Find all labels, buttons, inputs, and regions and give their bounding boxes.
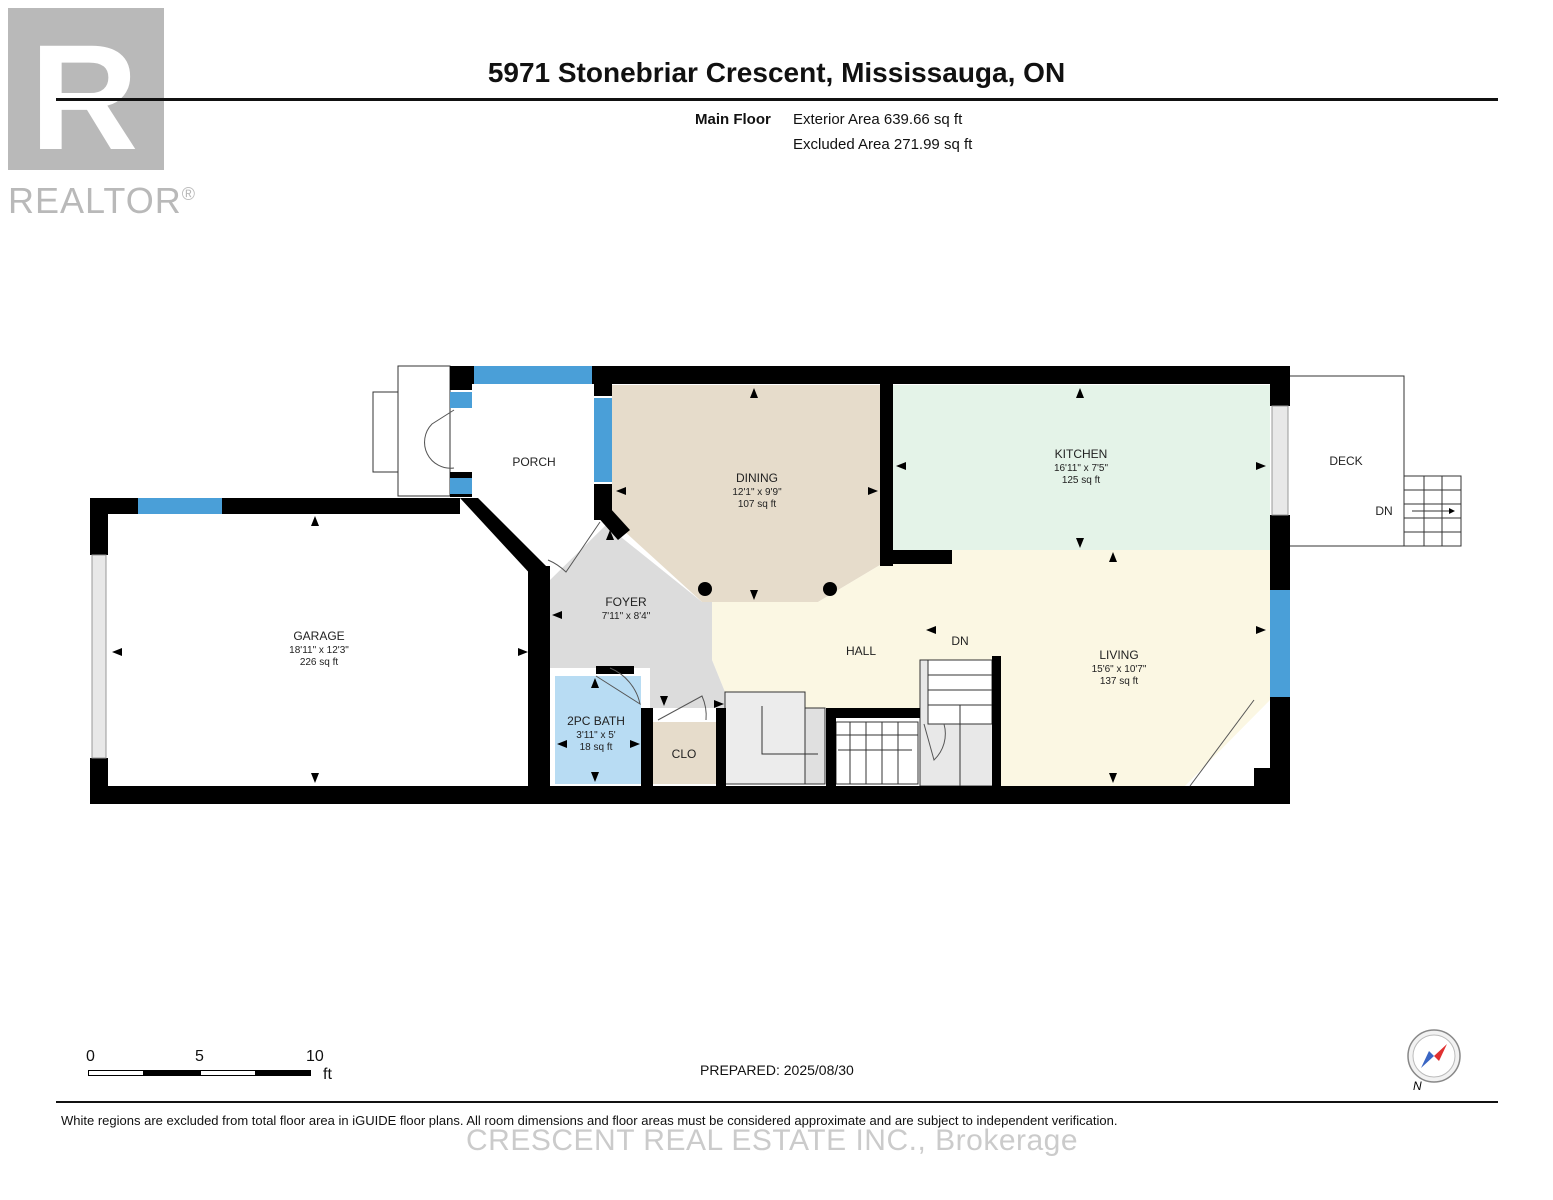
foyer-room bbox=[550, 525, 725, 708]
windows bbox=[138, 366, 1290, 697]
footer-rule bbox=[56, 1101, 1498, 1103]
bath-label: 2PC BATH bbox=[567, 714, 625, 728]
excluded-area: Excluded Area 271.99 sq ft bbox=[793, 136, 973, 153]
realtor-logo: R REALTOR® bbox=[8, 8, 195, 219]
closet-room bbox=[652, 722, 717, 784]
garage-door bbox=[91, 554, 107, 759]
exterior-area: Exterior Area 639.66 sq ft bbox=[793, 111, 963, 128]
bath-area: 18 sq ft bbox=[580, 742, 613, 753]
foyer-label: FOYER bbox=[605, 595, 647, 609]
stairs-lower bbox=[724, 691, 919, 785]
scale-label-10: 10 bbox=[306, 1048, 324, 1065]
stairs-upper bbox=[919, 659, 997, 787]
column-left bbox=[698, 582, 712, 596]
scale-segment-3 bbox=[200, 1070, 256, 1076]
walls bbox=[90, 366, 1290, 804]
page-title: 5971 Stonebriar Crescent, Mississauga, O… bbox=[487, 57, 1066, 88]
living-area: 137 sq ft bbox=[1100, 676, 1139, 687]
deck-outline bbox=[1287, 375, 1462, 547]
closet-label: CLO bbox=[672, 747, 697, 761]
living-hall-room bbox=[712, 550, 1270, 786]
deck-door bbox=[1271, 405, 1289, 516]
scale-segment-4 bbox=[256, 1070, 311, 1076]
disclaimer-text: White regions are excluded from total fl… bbox=[61, 1113, 1118, 1128]
compass-icon: N bbox=[1407, 1029, 1461, 1092]
hall-stair-label: DN bbox=[951, 634, 968, 648]
hall-label: HALL bbox=[846, 644, 876, 658]
door-swings bbox=[424, 409, 1255, 787]
deck-stair-label: DN bbox=[1375, 504, 1392, 518]
scale-segment-1 bbox=[88, 1070, 144, 1076]
prepared-date: PREPARED: 2025/08/30 bbox=[700, 1062, 854, 1078]
bath-room bbox=[555, 676, 641, 784]
garage-dims: 18'11" x 12'3" bbox=[289, 645, 349, 656]
living-dims: 15'6" x 10'7" bbox=[1092, 664, 1147, 675]
brokerage-watermark: CRESCENT REAL ESTATE INC., Brokerage bbox=[466, 1124, 1079, 1157]
porch-outline bbox=[372, 365, 451, 497]
header-rule bbox=[56, 98, 1498, 101]
scale-segment-2 bbox=[144, 1070, 200, 1076]
foyer-dims: 7'11" x 8'4" bbox=[602, 611, 651, 622]
bath-dims: 3'11" x 5' bbox=[576, 730, 616, 741]
scale-label-0: 0 bbox=[86, 1048, 95, 1065]
garage-area: 226 sq ft bbox=[300, 657, 339, 668]
kitchen-label: KITCHEN bbox=[1055, 447, 1108, 461]
floor-name: Main Floor bbox=[695, 111, 771, 128]
compass-north-label: N bbox=[1413, 1079, 1422, 1092]
column-right bbox=[823, 582, 837, 596]
scale-bar: 0 5 10 ft bbox=[86, 1048, 346, 1088]
kitchen-dims: 16'11" x 7'5" bbox=[1054, 463, 1109, 474]
realtor-logo-word: REALTOR® bbox=[8, 180, 196, 221]
kitchen-area: 125 sq ft bbox=[1062, 475, 1101, 486]
porch-label: PORCH bbox=[512, 455, 555, 469]
realtor-logo-letter: R bbox=[30, 13, 139, 181]
kitchen-room bbox=[893, 385, 1270, 550]
living-label: LIVING bbox=[1099, 648, 1138, 662]
dining-dims: 12'1" x 9'9" bbox=[732, 487, 782, 498]
deck-label: DECK bbox=[1329, 454, 1362, 468]
dimension-markers bbox=[112, 388, 1266, 783]
scale-label-5: 5 bbox=[195, 1048, 204, 1065]
dining-room bbox=[612, 385, 880, 602]
realtor-logo-box bbox=[8, 8, 164, 170]
dining-label: DINING bbox=[736, 471, 778, 485]
scale-unit: ft bbox=[323, 1066, 332, 1083]
garage-label: GARAGE bbox=[293, 629, 344, 643]
dining-area: 107 sq ft bbox=[738, 499, 777, 510]
